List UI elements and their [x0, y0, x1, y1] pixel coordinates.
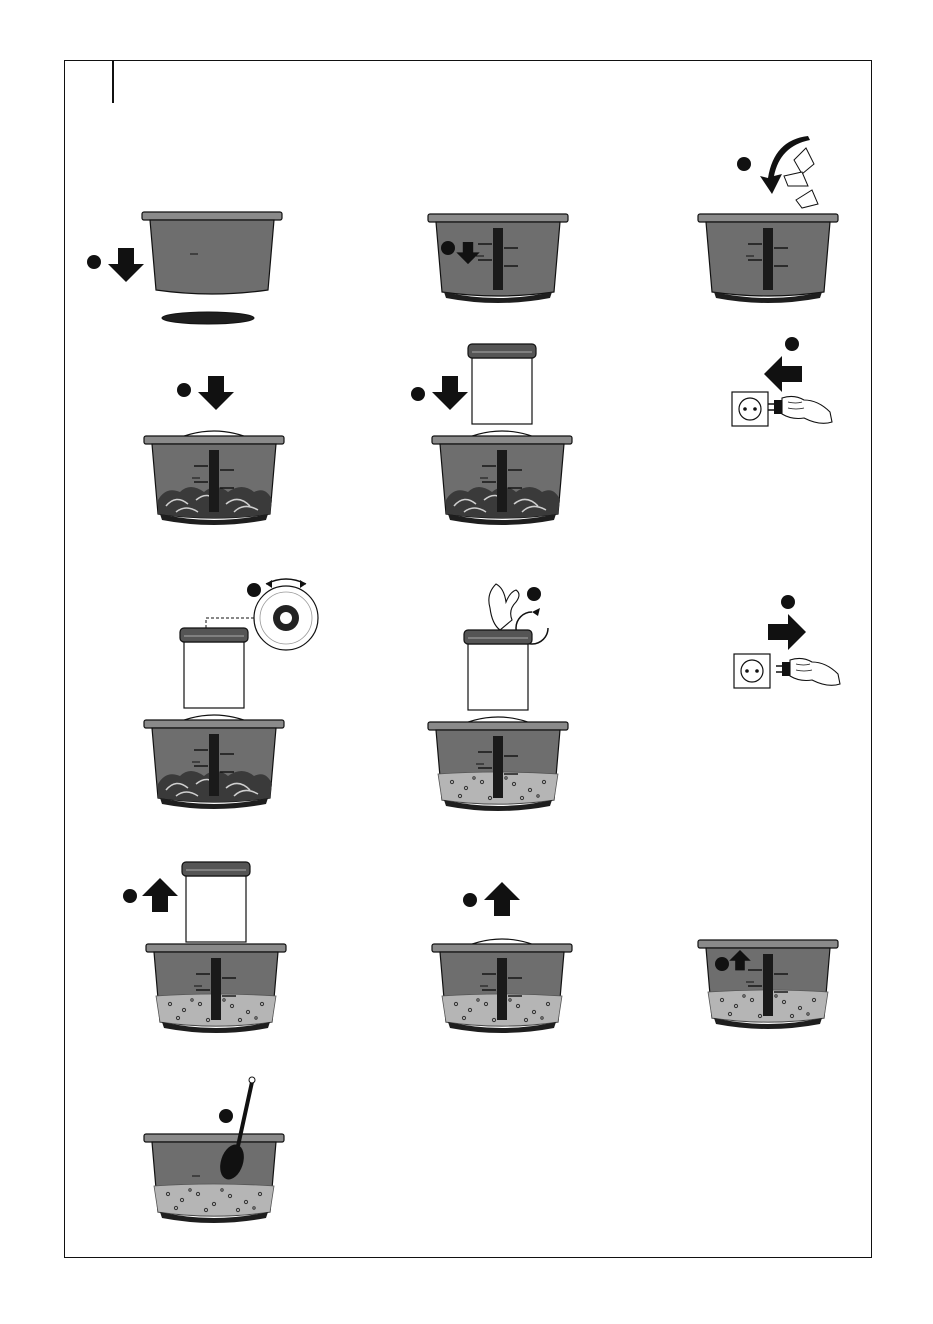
- plug-icon: [768, 396, 832, 423]
- unplug-icon: [776, 658, 840, 685]
- step-12: [700, 940, 850, 1040]
- step-number-marker: [411, 387, 425, 401]
- bowl-icon: [144, 1134, 284, 1223]
- step-number-marker: [441, 241, 455, 255]
- base-plate-icon: [162, 312, 254, 324]
- down-arrow-icon: [432, 376, 468, 410]
- step-13: [146, 1074, 296, 1224]
- step-6: [726, 334, 836, 434]
- down-arrow-icon: [198, 376, 234, 410]
- bowl-icon: [144, 720, 284, 809]
- step-number-marker: [527, 587, 541, 601]
- step-5: [406, 350, 586, 530]
- bowl-icon: [432, 944, 572, 1033]
- socket-icon: [734, 654, 770, 688]
- speed-dial-icon: [254, 586, 318, 650]
- step-number-marker: [247, 583, 261, 597]
- up-arrow-icon: [142, 878, 178, 912]
- bowl-icon: [144, 436, 284, 525]
- bowl-icon: [432, 436, 572, 525]
- motor-unit-icon: [166, 628, 262, 728]
- bowl-icon: [698, 940, 838, 1029]
- step-8: [430, 580, 590, 816]
- step-number-marker: [781, 595, 795, 609]
- motor-unit-icon: [454, 344, 550, 444]
- step-number-marker: [715, 957, 729, 971]
- down-arrow-icon: [108, 248, 144, 282]
- step-number-marker: [737, 157, 751, 171]
- motor-unit-icon: [450, 630, 546, 730]
- step-number-marker: [463, 893, 477, 907]
- step-1: [82, 212, 282, 332]
- step-7: [146, 574, 336, 820]
- step-number-marker: [219, 1109, 233, 1123]
- page-tab-mark: [112, 60, 114, 103]
- bowl-icon: [142, 212, 282, 294]
- socket-icon: [732, 392, 768, 426]
- bowl-icon: [698, 214, 838, 303]
- left-arrow-icon: [764, 356, 802, 392]
- food-pieces-icon: [784, 148, 818, 208]
- bowl-icon: [146, 944, 286, 1033]
- right-arrow-icon: [768, 614, 806, 650]
- step-number-marker: [177, 383, 191, 397]
- step-number-marker: [123, 889, 137, 903]
- step-3: [698, 130, 848, 305]
- press-hand-icon: [489, 584, 519, 630]
- bowl-icon: [428, 722, 568, 811]
- step-4: [146, 372, 296, 532]
- step-2: [430, 214, 580, 314]
- step-10: [114, 856, 294, 1036]
- step-11: [430, 878, 590, 1038]
- step-number-marker: [87, 255, 101, 269]
- step-9: [726, 592, 836, 692]
- up-arrow-icon: [484, 882, 520, 916]
- step-number-marker: [785, 337, 799, 351]
